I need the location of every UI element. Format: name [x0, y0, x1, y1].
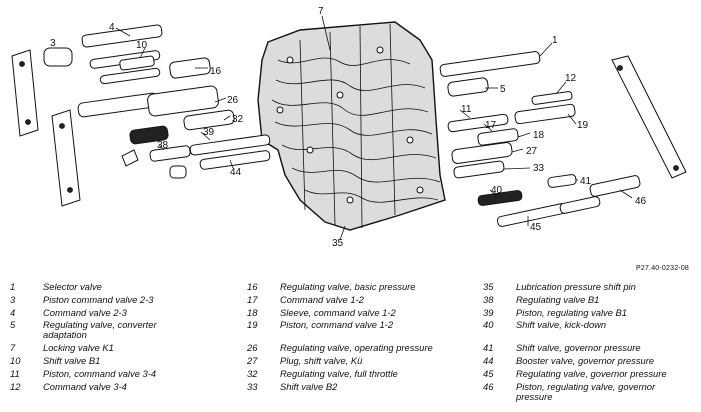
leader-lines	[115, 15, 633, 241]
exploded-valve-body-diagram: 7 4 3 10 16 1 12 5 26 11 17 32 18 19 39 …	[11, 6, 687, 249]
callout-12: 12	[565, 73, 577, 84]
right-valve-parts	[439, 51, 641, 227]
callout-38: 38	[157, 140, 169, 151]
callout-3: 3	[50, 38, 56, 49]
callout-46: 46	[635, 196, 647, 207]
left-bracket-upper	[11, 49, 39, 137]
figure-id: P27.40-0232-08	[636, 265, 690, 272]
callout-44: 44	[230, 167, 242, 178]
callout-5: 5	[500, 84, 506, 95]
callout-26: 26	[227, 95, 239, 106]
callout-labels: 7 4 3 10 16 1 12 5 26 11 17 32 18 19 39 …	[50, 6, 647, 249]
callout-17: 17	[485, 120, 497, 131]
callout-39: 39	[203, 127, 215, 138]
left-valve-parts	[43, 24, 271, 179]
callout-11: 11	[461, 104, 472, 115]
callout-10: 10	[136, 40, 148, 51]
callout-27: 27	[526, 146, 538, 157]
callout-19: 19	[577, 120, 589, 131]
callout-33: 33	[533, 163, 545, 174]
callout-16: 16	[210, 66, 222, 77]
callout-32: 32	[232, 114, 244, 125]
callout-35: 35	[332, 238, 344, 249]
callout-41: 41	[580, 176, 592, 187]
callout-18: 18	[533, 130, 545, 141]
callout-4: 4	[109, 22, 115, 33]
valve-body-plate	[257, 21, 446, 231]
callout-1: 1	[552, 35, 558, 46]
callout-40: 40	[491, 185, 503, 196]
callout-7: 7	[318, 6, 324, 17]
right-bracket	[611, 55, 687, 179]
left-bracket-lower	[51, 109, 81, 207]
callout-45: 45	[530, 222, 542, 233]
